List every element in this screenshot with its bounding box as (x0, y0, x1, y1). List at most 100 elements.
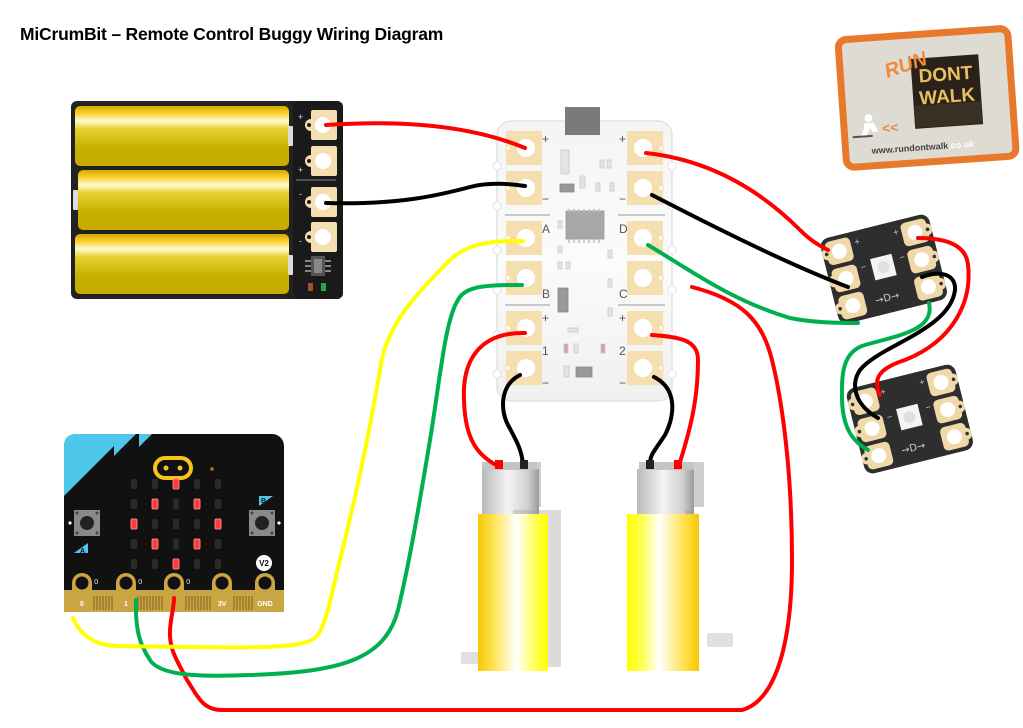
sparkle-label: − (898, 252, 906, 263)
running-man-icon (852, 114, 879, 139)
crumbit-label: + (542, 132, 549, 146)
button-a-label-bg (74, 543, 88, 553)
microbit-logo-icon (153, 456, 193, 480)
battery-label-minus: - (299, 236, 302, 246)
button-a-label: A (80, 548, 85, 555)
pin-gnd[interactable] (255, 573, 275, 612)
pin-label: 0 (80, 601, 84, 608)
sparkle-label: + (892, 227, 900, 238)
led-off (194, 519, 200, 529)
crumbit-label: − (619, 376, 626, 390)
crumbit-label: − (542, 192, 549, 206)
led-on (151, 498, 159, 510)
motor-body (478, 514, 548, 671)
logo-walk-text: WALK (918, 85, 976, 110)
battery-label-plus: + (298, 112, 303, 122)
sparkle-label: − (860, 261, 868, 272)
led-off (131, 559, 137, 569)
pin-mark: 0 (186, 578, 190, 586)
button-b-label: B (261, 498, 266, 505)
pin-3v[interactable] (212, 573, 232, 612)
led-matrix (130, 478, 222, 570)
wire-motor1-minus[interactable] (501, 373, 525, 467)
v2-label: V2 (259, 559, 269, 568)
sparkle-label: − (924, 402, 932, 413)
sparkle-2: + + − − →D→ (845, 364, 975, 474)
wire-motor2-plus[interactable] (650, 333, 700, 464)
sparkle-label: − (886, 411, 894, 422)
wire-motor2-minus[interactable] (648, 375, 675, 465)
logo-arrows: << (882, 119, 899, 136)
crumbit-pad-b[interactable] (505, 261, 542, 295)
usb-connector (565, 107, 600, 135)
crumbit-label: 2 (619, 344, 626, 358)
battery-label-plus: + (298, 165, 303, 175)
wire-b-to-pin1[interactable] (133, 283, 524, 678)
microbit: A B V2 0 1 2 3V GND 0 (64, 434, 284, 612)
wire-battery-plus[interactable] (324, 121, 527, 150)
led-off (152, 479, 158, 489)
crumbit-pad-motor1-plus[interactable] (505, 311, 542, 345)
wire-sparkle-chain-minus[interactable] (853, 271, 957, 420)
led-on (214, 518, 222, 530)
wire-sparkle-plus[interactable] (644, 151, 830, 252)
battery-led-red (308, 283, 313, 291)
wire-battery-minus[interactable] (324, 181, 527, 206)
wire-sparkle-data[interactable] (646, 243, 860, 325)
led-off (131, 499, 137, 509)
chip-icon (565, 210, 605, 240)
led-on (193, 498, 201, 510)
crumbit-pad-c[interactable] (627, 261, 664, 295)
motor-left (461, 462, 561, 671)
led-off (215, 559, 221, 569)
battery-cell (75, 234, 293, 294)
crumbit-components (557, 149, 615, 378)
crumbit-label: + (619, 311, 626, 325)
pin-label: GND (257, 601, 273, 608)
pin-1[interactable] (116, 573, 136, 612)
wire-c-to-pin2[interactable] (167, 285, 794, 712)
led-on (193, 538, 201, 550)
led-on (151, 538, 159, 550)
battery-cell (73, 170, 289, 230)
edge-pins (72, 573, 275, 612)
pin-0[interactable] (72, 573, 92, 612)
led-off (152, 559, 158, 569)
crumbit-pad-plus-right[interactable] (627, 131, 664, 165)
wire-sparkle-chain-plus[interactable] (875, 236, 971, 397)
battery-label-minus: - (299, 189, 302, 199)
crumbit-label: C (619, 287, 628, 301)
crumbit-pad-minus-left[interactable] (505, 171, 542, 205)
battery-switch-icon (305, 256, 331, 276)
diagram-title: MiCrumBit – Remote Control Buggy Wiring … (20, 24, 444, 44)
motor-body (627, 514, 699, 671)
crumbit-label: D (619, 222, 628, 236)
led-off (173, 499, 179, 509)
microphone-led (210, 467, 214, 471)
led-off (215, 539, 221, 549)
motor-shaft (707, 633, 733, 647)
sparkle-label: + (879, 386, 887, 397)
led-off (215, 499, 221, 509)
pin-mark: 0 (94, 578, 98, 586)
logo-dont-text: DONT (918, 63, 974, 88)
button-a[interactable] (74, 510, 100, 536)
wire-sparkle-minus[interactable] (650, 193, 850, 289)
wire-a-to-pin0[interactable] (71, 238, 525, 650)
crumbit-pad-motor2-plus[interactable] (627, 311, 664, 345)
led-off (173, 519, 179, 529)
motor-cap (482, 469, 539, 514)
crumbit-pad-a[interactable] (505, 221, 542, 255)
crumbit-label: B (542, 287, 550, 301)
button-b[interactable] (249, 510, 275, 536)
wires (71, 121, 971, 712)
wire-motor1-plus[interactable] (461, 330, 527, 467)
led-on (172, 558, 180, 570)
crumbit-label: A (542, 222, 550, 236)
wire-sparkle-chain-data[interactable] (839, 301, 932, 452)
pin-label: 3V (218, 601, 227, 608)
rundontwalk-logo: DONT WALK RUN << www.rundontwalk.co.uk (834, 25, 1020, 171)
sparkle-label: + (918, 377, 926, 388)
crumbit-label: + (619, 132, 626, 146)
